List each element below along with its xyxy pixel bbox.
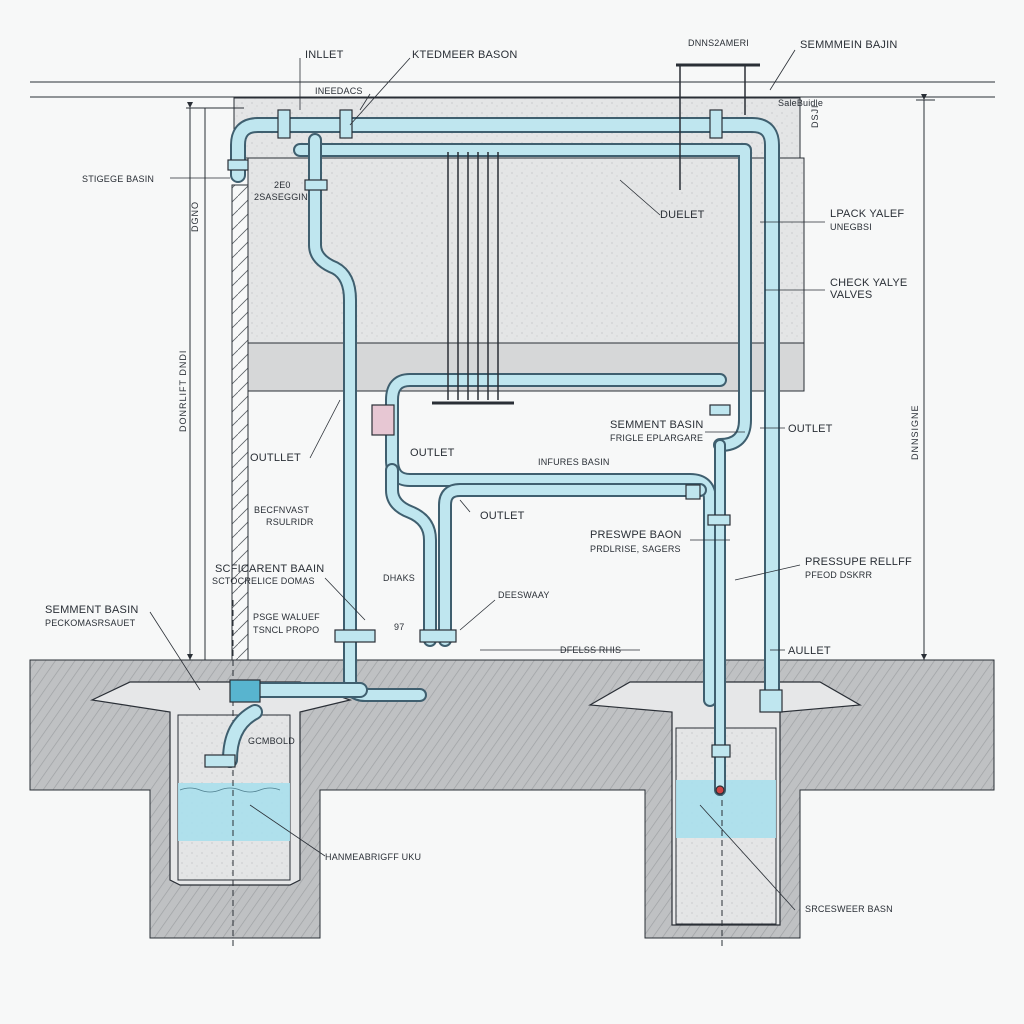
valve-icon xyxy=(685,484,701,500)
label-pressure-relief-sub: PFEOD DSKRR xyxy=(805,570,873,580)
leader-lines xyxy=(149,49,825,911)
label-bypass-vault-sub: RSULRIDR xyxy=(266,517,314,527)
label-sediment-basin-left: SCFICARENT BAAIN xyxy=(215,563,324,575)
valve-icon xyxy=(204,754,236,768)
label-back-valve-sub: UNEGBSI xyxy=(830,222,872,232)
label-inlet: INLLET xyxy=(305,49,344,61)
ground-layer xyxy=(29,659,995,939)
label-sediment-basin-ground-sub: PECKOMASRSAUET xyxy=(45,618,136,628)
label-pressure-basin: PRESWPE BAON xyxy=(590,529,682,541)
label-storage-basin: STIGEGE BASIN xyxy=(82,174,154,184)
label-sub-note-1: 2E0 xyxy=(274,180,291,190)
valve-icon xyxy=(304,179,328,191)
valve-icon xyxy=(334,629,376,643)
label-outlet-left: OUTLLET xyxy=(250,452,301,464)
label-dimensions-top: DNNS2AMERI xyxy=(688,38,749,48)
valve-icon xyxy=(759,689,783,713)
valve-icon xyxy=(711,744,731,758)
label-pipe-valve-sub: TSNCL PROPO xyxy=(253,625,319,635)
label-sub-note-2: 2SASEGGIN xyxy=(254,192,308,202)
labels: INLLET KTEDMEER BASON DNNS2AMERI SEMMMEI… xyxy=(45,38,920,914)
label-driveway: DEESWAAY xyxy=(498,590,550,600)
valves xyxy=(204,109,783,795)
label-pipe-note: DHAKS xyxy=(383,573,415,583)
label-interface: INEEDACS xyxy=(315,86,363,96)
label-dim-left-outer: DGNO xyxy=(190,201,200,232)
valve-icon xyxy=(709,109,723,139)
label-outlet-top: DUELET xyxy=(660,209,705,221)
label-dim-small: 97 xyxy=(394,622,404,632)
label-pipe-valve: PSGE WALUEF xyxy=(253,612,320,622)
valve-icon xyxy=(419,629,457,643)
inner-loop-pipe xyxy=(385,463,707,647)
label-sediment-basin-mid: SEMMENT BASIN xyxy=(610,419,703,431)
valve-icon xyxy=(707,514,731,526)
valve-icon xyxy=(715,785,725,795)
valve-icon xyxy=(339,109,353,139)
label-small-note: SaleBuidle xyxy=(778,98,823,108)
label-detention-basin: KTEDMEER BASON xyxy=(412,49,518,61)
label-bypass-vault: BECFNVAST xyxy=(254,505,309,515)
valve-icon xyxy=(277,109,291,139)
valve-icon xyxy=(709,404,731,416)
label-outlet-inner: OUTLET xyxy=(480,510,525,522)
valve-icon xyxy=(227,159,249,171)
label-influent-basin: INFURES BASIN xyxy=(538,457,610,467)
label-manhole: HANMEABRIGFF UKU xyxy=(325,852,421,862)
label-outlet-ground: AULLET xyxy=(788,645,831,657)
label-field-note: DFELSS RHIS xyxy=(560,645,621,655)
label-dim-left-inner: DONRLIFT DNDI xyxy=(178,350,188,432)
label-sediment-basin-top: SEMMMEIN BAJIN xyxy=(800,39,898,51)
label-back-valve: LPACK YALEF xyxy=(830,208,904,220)
label-sewer-basin: SRCESWEER BASN xyxy=(805,904,893,914)
label-outlet-center: OUTLET xyxy=(410,447,455,459)
label-left-pit-note: GCMBOLD xyxy=(248,736,295,746)
valve-icon xyxy=(229,679,261,703)
top-reference-lines xyxy=(30,81,995,98)
pipe-network xyxy=(222,117,780,796)
label-check-valve-sub: VALVES xyxy=(830,289,872,301)
label-pressure-basin-sub: PRDLRISE, SAGERS xyxy=(590,544,681,554)
label-check-valve: CHECK YALYE xyxy=(830,277,907,289)
label-sediment-basin-mid-sub: FRIGLE EPLARGARE xyxy=(610,433,703,443)
label-dim-right-top: DSJI xyxy=(810,104,820,128)
support-rods xyxy=(432,63,760,405)
label-pressure-relief: PRESSUPE RELLFF xyxy=(805,556,912,568)
label-dim-right-outer: DNNSIGNE xyxy=(910,404,920,460)
valve-icon xyxy=(371,404,395,436)
left-pit-water xyxy=(178,783,290,841)
label-sediment-basin-ground: SEMMENT BASIN xyxy=(45,604,138,616)
label-sediment-basin-left-sub: SCTOCRELICE DOMAS xyxy=(212,576,315,586)
label-outlet-right: OUTLET xyxy=(788,423,833,435)
